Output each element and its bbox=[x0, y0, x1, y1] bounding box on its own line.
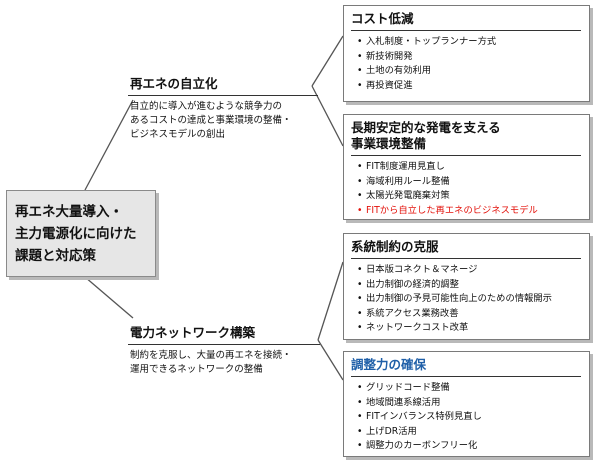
branch-self-reliance-title: 再エネの自立化 bbox=[130, 76, 218, 91]
branch-network-description: 制約を克服し、大量の再エネを接続・ 運用できるネットワークの整備 bbox=[130, 350, 292, 375]
list-item: •出力制御の予見可能性向上のための情報開示 bbox=[357, 293, 552, 305]
branch-network-underline bbox=[128, 344, 320, 345]
list-item: •日本版コネクト＆マネージ bbox=[357, 264, 478, 275]
root-topic-title: 再エネ大量導入・ 主力電源化に向けた 課題と対応策 bbox=[15, 204, 137, 264]
leaf-business-environment-title: 長期安定的な発電を支える 事業環境整備 bbox=[351, 120, 501, 151]
leaf-divider bbox=[351, 155, 581, 156]
leaf-flexibility-list: •グリッドコード整備 •地域間連系線活用 •FITインバランス特例見直し •上げ… bbox=[351, 381, 589, 454]
list-item: •入札制度・トップランナー方式 bbox=[357, 36, 497, 47]
list-item-highlighted: •FITから自立した再エネのビジネスモデル bbox=[357, 204, 538, 216]
branch-network: 電力ネットワーク構築 制約を克服し、大量の再エネを接続・ 運用できるネットワーク… bbox=[128, 325, 320, 377]
branch-self-reliance-description: 自立的に導入が進むような競争力の あるコストの達成と事業環境の整備・ ビジネスモ… bbox=[130, 101, 292, 140]
list-item: •新技術開発 bbox=[357, 50, 413, 62]
list-item: •海域利用ルール整備 bbox=[357, 175, 450, 187]
leaf-flexibility-title: 調整力の確保 bbox=[351, 357, 427, 372]
connector-network-to-grid-constraint bbox=[317, 261, 344, 341]
leaf-business-environment-list: •FIT制度運用見直し •海域利用ルール整備 •太陽光発電廃棄対策 •FITから… bbox=[351, 160, 589, 218]
list-item: •再投資促進 bbox=[357, 79, 413, 91]
list-item: •土地の有効利用 bbox=[357, 65, 432, 77]
branch-self-reliance: 再エネの自立化 自立的に導入が進むような競争力の あるコストの達成と事業環境の整… bbox=[128, 76, 318, 142]
leaf-cost-reduction-title: コスト低減 bbox=[351, 11, 414, 26]
list-item: •出力制御の経済的調整 bbox=[357, 278, 459, 290]
connector-root-to-network bbox=[84, 276, 134, 319]
list-item: •FITインバランス特例見直し bbox=[357, 411, 482, 423]
leaf-grid-constraint-title: 系統制約の克服 bbox=[351, 239, 439, 254]
connector-self-reliance-to-cost bbox=[311, 35, 344, 87]
list-item: •グリッドコード整備 bbox=[357, 382, 450, 393]
leaf-business-environment: 長期安定的な発電を支える 事業環境整備 •FIT制度運用見直し •海域利用ルール… bbox=[343, 114, 590, 220]
branch-self-reliance-underline bbox=[128, 95, 318, 96]
branch-network-title: 電力ネットワーク構築 bbox=[130, 325, 256, 340]
leaf-divider bbox=[351, 30, 581, 31]
leaf-flexibility: 調整力の確保 •グリッドコード整備 •地域間連系線活用 •FITインバランス特例… bbox=[343, 351, 590, 457]
list-item: •系統アクセス業務改善 bbox=[357, 307, 459, 319]
list-item: •FIT制度運用見直し bbox=[357, 161, 445, 172]
connector-network-to-flexibility bbox=[317, 339, 344, 381]
list-item: •調整力のカーボンフリー化 bbox=[357, 440, 478, 452]
leaf-divider bbox=[351, 258, 581, 259]
leaf-divider bbox=[351, 376, 581, 377]
connector-self-reliance-to-business-env bbox=[311, 85, 344, 147]
list-item: •ネットワークコスト改革 bbox=[357, 322, 469, 334]
leaf-grid-constraint-list: •日本版コネクト＆マネージ •出力制御の経済的調整 •出力制御の予見可能性向上の… bbox=[351, 263, 589, 336]
root-topic-box: 再エネ大量導入・ 主力電源化に向けた 課題と対応策 bbox=[6, 190, 156, 277]
list-item: •地域間連系線活用 bbox=[357, 396, 441, 408]
leaf-cost-reduction: コスト低減 •入札制度・トップランナー方式 •新技術開発 •土地の有効利用 •再… bbox=[343, 5, 590, 102]
list-item: •太陽光発電廃棄対策 bbox=[357, 190, 450, 202]
connector-root-to-self-reliance bbox=[84, 99, 134, 191]
leaf-grid-constraint: 系統制約の克服 •日本版コネクト＆マネージ •出力制御の経済的調整 •出力制御の… bbox=[343, 233, 590, 340]
list-item: •上げDR活用 bbox=[357, 425, 417, 437]
leaf-cost-reduction-list: •入札制度・トップランナー方式 •新技術開発 •土地の有効利用 •再投資促進 bbox=[351, 35, 589, 93]
